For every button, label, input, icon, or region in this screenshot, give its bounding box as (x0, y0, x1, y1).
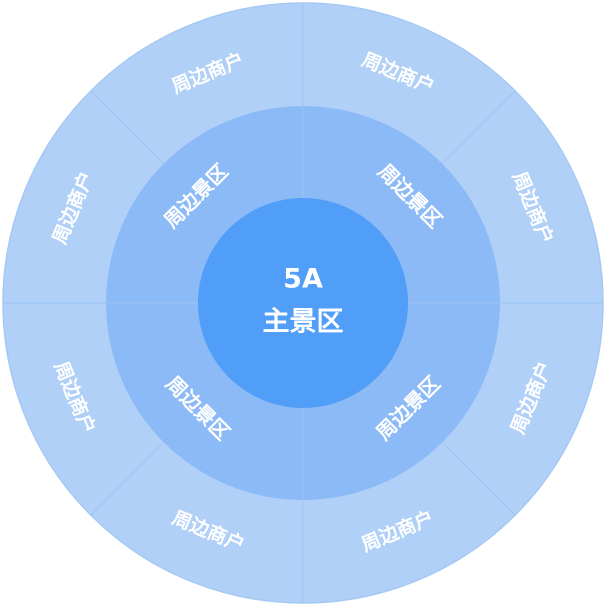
dividers-layer (3, 3, 603, 603)
outer-divider-line-2 (90, 90, 165, 165)
outer-divider-line-0 (441, 441, 516, 516)
center-title: 5A (283, 264, 323, 295)
outer-divider-line-3 (441, 90, 516, 165)
center-circle (198, 198, 408, 408)
outer-divider-line-1 (90, 441, 165, 516)
center-subtitle: 主景区 (263, 307, 344, 338)
